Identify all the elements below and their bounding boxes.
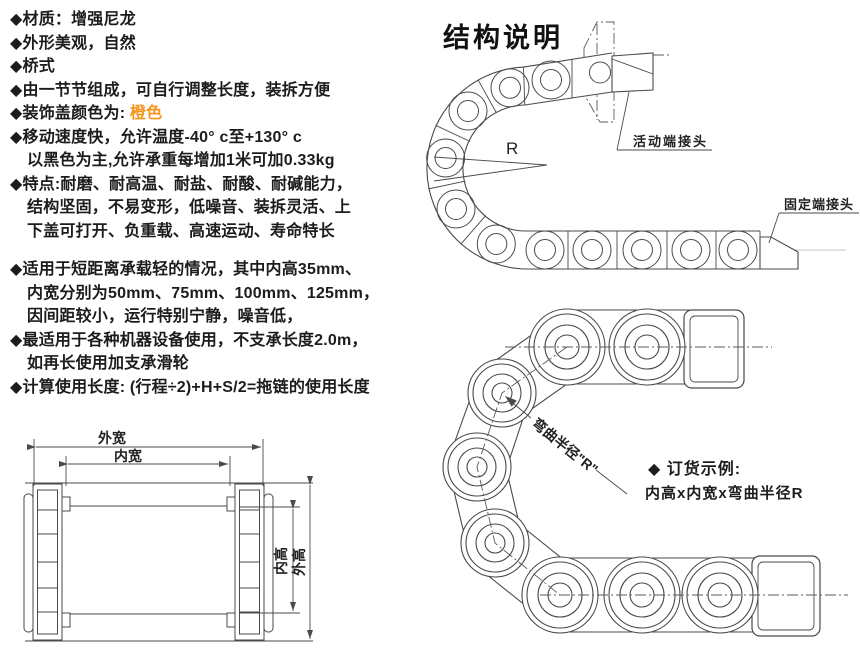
spec-line: ◆桥式 [10, 58, 55, 75]
spec-line: ◆特点:耐磨、耐高温、耐盐、耐酸、耐碱能力， [10, 175, 353, 193]
decor-color-value: 橙色 [129, 105, 163, 122]
inner-width-label: 内宽 [114, 448, 142, 464]
bend-radius-label: 弯曲半径"R" [529, 415, 601, 477]
spec-line: ◆外形美观，自然 [10, 34, 136, 52]
detail-top-connector [683, 309, 745, 389]
section-body [25, 482, 313, 642]
spec-line: 结构坚固，不易变形，低噪音、装拆灵活、上 [27, 199, 352, 216]
outer-height-dimension: 外高 [291, 476, 313, 639]
detail-bottom-connector [751, 555, 821, 637]
spec-line: ◆由一节节组成，可自行调整长度，装拆方便 [10, 81, 331, 99]
chain-detail-drawing: 弯曲半径"R" [442, 308, 848, 637]
order-example-title: ◆ 订货示例: [648, 461, 742, 478]
svg-text:固定端接头: 固定端接头 [784, 197, 854, 212]
spec-line: 内宽分别为50mm、75mm、100mm、125mm， [27, 284, 380, 302]
spec-line: ◆计算使用长度: (行程÷2)+H+S/2=拖链的使用长度 [10, 378, 370, 396]
spec-line: ◆材质：增强尼龙 [10, 11, 136, 28]
spec-list: ◆材质：增强尼龙 ◆外形美观，自然 ◆桥式 ◆由一节节组成，可自行调整长度，装拆… [10, 8, 435, 399]
spec-line-decor-color: ◆装饰盖颜色为: 橙色 [10, 102, 435, 126]
fixed-end-connector [759, 236, 799, 270]
order-example-formula: 内高x内宽x弯曲半径R [645, 485, 804, 502]
movable-end-label: 活动端接头 [616, 91, 712, 151]
chain-pins [426, 60, 758, 270]
radius-label: R [506, 139, 518, 158]
chain-band [426, 52, 761, 270]
left-bracket [23, 483, 71, 641]
spec-line: 下盖可打开、负重载、高速运动、寿命特长 [27, 222, 335, 240]
spec-line: 以黑色为主,允许承重每增加1米可加0.33kg [27, 152, 335, 169]
outer-width-label: 外宽 [98, 430, 126, 446]
right-bracket [226, 483, 274, 641]
spec-line: 如再长使用加支承滑轮 [27, 355, 190, 372]
decor-color-prefix: ◆装饰盖颜色为: [10, 105, 130, 122]
movable-end-connector [611, 52, 654, 93]
radius-pointer: R [433, 139, 548, 182]
cross-section-drawing: 外宽 内宽 内高 外高 [23, 430, 313, 642]
structure-heading: 结构说明 [443, 23, 563, 53]
fixed-end-label: 固定端接头 [768, 197, 859, 244]
outer-height-label: 外高 [291, 548, 307, 576]
spec-line: ◆适用于短距离承载轻的情况，其中内高35mm、 [10, 261, 362, 278]
spec-line: ◆最适用于各种机器设备使用，不支承长度2.0m， [10, 331, 368, 349]
spec-line: 因间距较小，运行特别宁静，噪音低， [27, 308, 303, 325]
outer-width-dimension: 外宽 [27, 430, 264, 486]
inner-height-dimension: 内高 [240, 500, 300, 614]
inner-width-dimension: 内宽 [59, 448, 231, 486]
inner-height-label: 内高 [273, 547, 289, 575]
spec-line: ◆移动速度快，允许温度-40° c至+130° c [10, 128, 302, 146]
chain-overview-drawing: R 活动端接头 固定端接头 [426, 21, 859, 270]
svg-text:活动端接头: 活动端接头 [633, 134, 708, 149]
detail-centerlines [476, 346, 848, 596]
